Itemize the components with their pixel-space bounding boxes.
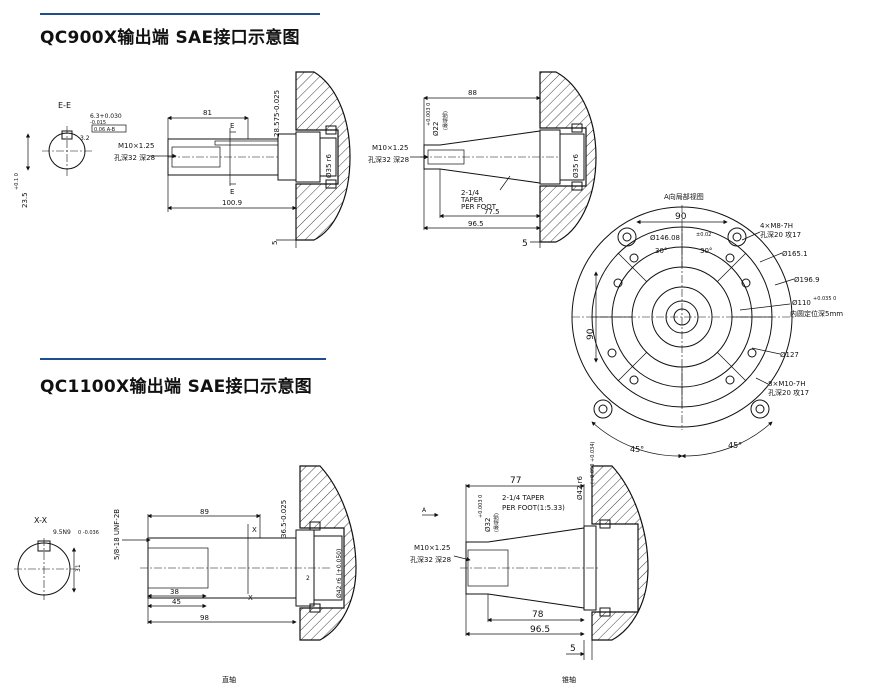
dim-77: 77: [510, 476, 521, 486]
dim-5: 5: [271, 241, 279, 245]
dia-165-1: Ø165.1: [782, 250, 808, 258]
height-tol: +0.1 0: [14, 173, 20, 190]
taper-note-3: PER FOOT: [461, 203, 497, 211]
section-rule-qc900x: [40, 13, 320, 15]
dia-shaft-1100: 36.5-0.025: [280, 500, 288, 538]
dia-22: Ø22: [432, 122, 440, 136]
thread-depth-taper: 孔深32 深28: [368, 155, 409, 164]
keyway-tolerance-top: 6.3+0.030: [90, 113, 122, 120]
flange-a-view-drawing: A向局部视图: [571, 192, 843, 459]
dia-22-tol: +0.003 0: [426, 103, 432, 126]
pilot-tol: +0.035 0: [813, 296, 836, 302]
caption-taper-shaft: 锥轴: [562, 675, 576, 684]
flatness-tolerance: 0.06 A-B: [94, 127, 116, 133]
taper-note-2: TAPER: [460, 196, 483, 204]
dim-45: 45: [172, 598, 181, 606]
dim-77-5: 77.5: [484, 208, 500, 216]
cut-label-e-top: E: [230, 122, 234, 130]
caption-straight-shaft: 直轴: [222, 675, 236, 684]
qc1100x-taper-shaft-drawing: A 77 Ø32 +0.003 0 (最端部) 2-1/4 TAPER PER …: [410, 441, 649, 684]
taper-note-1100-1: 2-1/4 TAPER: [502, 494, 545, 502]
bolt-circle-tol: ±0.02: [696, 232, 711, 238]
key-depth: 31: [75, 564, 82, 572]
dia-42-taper-tol: (+0.050 +0.034): [590, 441, 596, 484]
bolt-circle-dia: Ø146.08: [650, 234, 680, 242]
angle-45-a: 45°: [630, 445, 644, 454]
pilot-note: 内圆定位深5mm: [790, 309, 843, 318]
keyway-tolerance-bottom: -0.015: [90, 120, 106, 126]
qc900x-taper-shaft-drawing: 88 Ø22 +0.003 0 (最端部) M10×1.25 孔深32 深28 …: [368, 71, 597, 249]
section-title-qc1100x: QC1100X输出端 SAE接口示意图: [40, 377, 312, 397]
dia-32-note: (最端部): [493, 513, 500, 532]
dim-96-5: 96.5: [468, 220, 484, 228]
flange-dim-90-top: 90: [675, 212, 687, 222]
cut-label-x-top: X: [252, 526, 257, 534]
dim-5-1100: 5: [570, 644, 576, 654]
dia-42-straight: Ø42 r6 (+0.050): [336, 549, 343, 598]
taper-note-1100-2: PER FOOT(1:5.33): [502, 504, 565, 512]
dim-81: 81: [203, 109, 212, 117]
section-label-x: X-X: [34, 516, 48, 525]
dim-100-9: 100.9: [222, 199, 242, 207]
thread-spec: M10×1.25: [118, 142, 154, 150]
dia-35-taper: Ø35 r6: [572, 153, 580, 178]
section-title-qc900x: QC900X输出端 SAE接口示意图: [40, 28, 300, 48]
arrow-a-label: A: [422, 507, 427, 514]
pilot-dia: Ø110: [792, 299, 811, 307]
dia-shaft: 28.575-0.025: [273, 90, 281, 137]
dia-32: Ø32: [484, 518, 492, 532]
dim-2: 2: [306, 575, 310, 582]
dim-98: 98: [200, 614, 209, 622]
dia-196-9: Ø196.9: [794, 276, 820, 284]
dim-89: 89: [200, 508, 209, 516]
holes-top-spec: 4×M8-7H: [760, 222, 793, 230]
flange-dim-90-left: 90: [586, 328, 596, 340]
dim-38: 38: [170, 588, 179, 596]
height-dim: 23.5: [21, 192, 29, 208]
section-label-e: E-E: [58, 101, 71, 110]
keyway-dim: 3.2: [80, 135, 90, 142]
angle-45-b: 45°: [728, 441, 742, 450]
dia-42-taper: Ø42 r6: [576, 475, 584, 500]
dim-5-taper: 5: [522, 239, 528, 249]
dim-78: 78: [532, 610, 544, 620]
cut-label-x-bottom: X: [248, 594, 253, 602]
thread-unf: 5/8-18 UNF-2B: [113, 509, 121, 560]
qc1100x-straight-shaft-drawing: X-X 9.5N9 0 -0.036 31 5/8-18 UNF-2B X X …: [14, 465, 357, 684]
dia-35: Ø35 r6: [325, 153, 333, 178]
flange-view-title: A向局部视图: [664, 192, 704, 201]
angle-30-b: 30°: [700, 247, 712, 255]
angle-30-a: 30°: [655, 247, 667, 255]
dia-22-note: (最端部): [442, 111, 449, 130]
thread-spec-1100: M10×1.25: [414, 544, 450, 552]
holes-bottom-spec: 8×M10-7H: [768, 380, 806, 388]
holes-bottom-depth: 孔深20 攻17: [768, 388, 809, 397]
thread-spec-taper: M10×1.25: [372, 144, 408, 152]
dia-127: Ø127: [780, 351, 799, 359]
dim-88: 88: [468, 89, 477, 97]
qc900x-straight-shaft-drawing: E-E 6.3+0.030 -0.015 0.06 A-B 3.2 23.5 +…: [14, 71, 351, 248]
thread-depth: 孔深32 深28: [114, 153, 155, 162]
thread-depth-1100: 孔深32 深28: [410, 555, 451, 564]
dia-32-tol: +0.003 0: [478, 495, 484, 518]
taper-note-1: 2-1/4: [461, 189, 480, 197]
dim-96-5-1100: 96.5: [530, 625, 550, 635]
key-tolerance: 9.5N9: [53, 529, 71, 536]
cut-label-e-bottom: E: [230, 188, 234, 196]
section-rule-qc1100x: [40, 358, 326, 360]
holes-top-depth: 孔深20 攻17: [760, 230, 801, 239]
key-tolerance-val: 0 -0.036: [78, 530, 99, 536]
